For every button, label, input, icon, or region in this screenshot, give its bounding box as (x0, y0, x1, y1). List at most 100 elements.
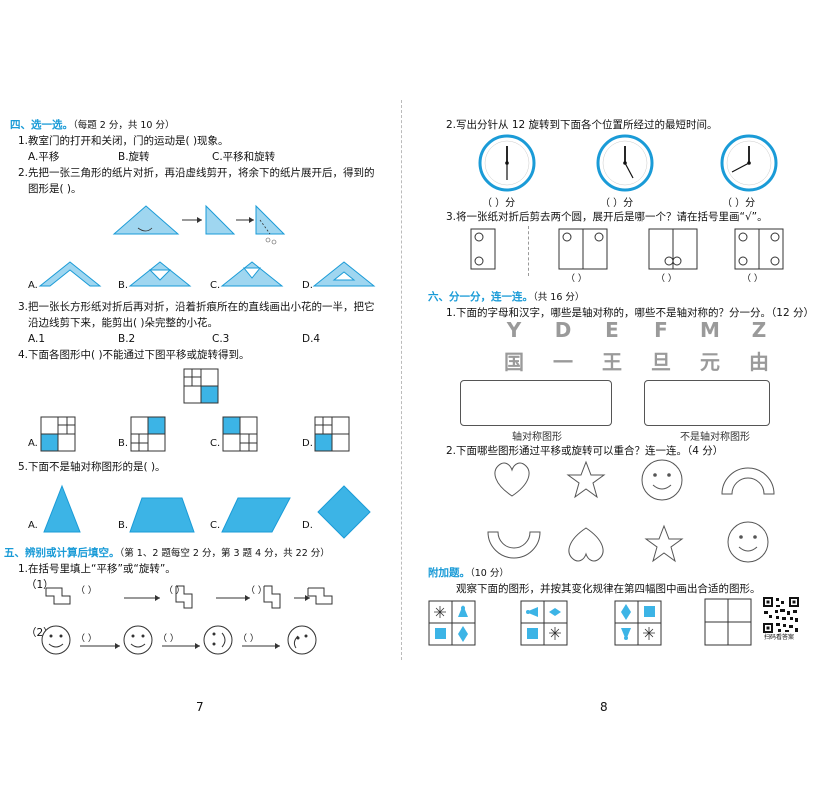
q3-option-a: A.1 (28, 333, 46, 345)
arc-shape-bottom (487, 531, 541, 559)
unfold-option-1 (558, 228, 608, 270)
q5-option-c-parallelogram (221, 497, 291, 533)
qr-caption: 扫码看答案 (764, 634, 795, 641)
s5-sub2-paren-3[interactable]: （ ） (238, 634, 259, 644)
r-q2-text: 2.写出分针从 12 旋转到下面各个位置所经过的最短时间。 (446, 119, 718, 131)
hanzi-guo: 国 (504, 350, 524, 374)
q3-text-line2: 沿边线剪下来，能剪出( )朵完整的小花。 (28, 317, 219, 329)
non-symmetric-answer-box[interactable] (644, 380, 770, 426)
pattern-grid-2 (520, 600, 568, 646)
unfold-option-2 (648, 228, 698, 270)
star-shape-top (566, 460, 606, 499)
hanzi-wang: 王 (602, 350, 622, 374)
arc-shape-top (721, 467, 775, 495)
page-divider (401, 100, 402, 660)
s6-q1-text: 1.下面的字母和汉字，哪些是轴对称的，哪些不是轴对称的？分一分。（12 分） (446, 307, 814, 319)
q1-option-c: C.平移和旋转 (212, 151, 276, 163)
s5-sub1-tetromino-row (45, 585, 333, 609)
q4-option-a-shape (40, 416, 76, 452)
q5-text: 5.下面不是轴对称图形的是( )。 (18, 461, 166, 473)
unfold-option-3 (734, 228, 784, 270)
q5-option-d: D. (302, 520, 313, 531)
clock-1 (478, 134, 536, 192)
s5-sub1-paren-2[interactable]: （ ） (164, 586, 185, 596)
heart-shape-bottom (568, 527, 604, 562)
letter-e: E (605, 318, 619, 342)
letter-d: D (554, 318, 572, 342)
bonus-question: 观察下面的图形，并按其变化规律在第四幅图中画出合适的图形。 (456, 583, 761, 595)
q5-option-b: B. (118, 520, 129, 531)
q4-option-d-shape (314, 416, 350, 452)
smiley-shape-bottom (727, 521, 769, 563)
section-4-note: （每题 2 分，共 10 分） (73, 120, 175, 131)
q2-option-b: B. (118, 280, 129, 291)
pattern-grid-4-empty[interactable] (704, 598, 752, 646)
q5-option-b-trapezoid (129, 497, 195, 533)
q4-option-c: C. (210, 438, 221, 449)
s5-sub1-paren-3[interactable]: （ ） (246, 586, 267, 596)
q2-option-a: A. (28, 280, 38, 291)
section-4-title: 四、选一选。 (10, 119, 73, 131)
symmetric-caption: 轴对称图形 (512, 432, 562, 443)
section-6-header: 六、分一分，连一连。（共 16 分） (428, 290, 584, 305)
q3-option-c: C.3 (212, 333, 230, 345)
q2-text-line2: 图形是( )。 (28, 183, 82, 195)
qr-code (762, 596, 800, 634)
symmetric-answer-box[interactable] (460, 380, 612, 426)
right-page-number: 8 (600, 700, 608, 714)
clock-2-answer[interactable]: （ ）分 (600, 198, 634, 209)
smiley-shape-top (641, 459, 683, 501)
q5-option-a: A. (28, 520, 38, 531)
section-6-note: （共 16 分） (533, 292, 585, 303)
left-page-number: 7 (196, 700, 204, 714)
q1-option-b: B.旋转 (118, 151, 150, 163)
r-q3-text: 3.将一张纸对折后剪去两个圆，展开后是哪一个？请在括号里画“√”。 (446, 211, 768, 223)
section-5-title: 五、辨别或计算后填空。 (4, 547, 120, 559)
star-shape-bottom (644, 524, 684, 563)
clock-3 (720, 134, 778, 192)
s5-sub2-paren-1[interactable]: （ ） (76, 634, 97, 644)
q2-option-a-shape (38, 261, 102, 287)
unfold-option-3-paren[interactable]: （ ） (742, 274, 763, 284)
section-6-title: 六、分一分，连一连。 (428, 291, 533, 303)
letter-m: M (700, 318, 720, 342)
s5-sub2-face-row (41, 625, 317, 655)
q2-option-d-shape (312, 261, 376, 287)
pattern-grid-3 (614, 600, 662, 646)
fold-paper-original (470, 228, 496, 270)
q4-option-a: A. (28, 438, 38, 449)
q4-option-b: B. (118, 438, 129, 449)
s6-q2-text: 2.下面哪些图形通过平移或旋转可以重合？连一连。（4 分） (446, 445, 724, 457)
letter-z: Z (751, 318, 767, 342)
section-5-header: 五、辨别或计算后填空。（第 1、2 题每空 2 分，第 3 题 4 分，共 22… (4, 546, 330, 561)
letter-y: Y (506, 318, 522, 342)
hanzi-you: 由 (749, 350, 769, 374)
bonus-header: 附加题。（10 分） (428, 566, 509, 581)
q4-option-b-shape (130, 416, 166, 452)
unfold-option-2-paren[interactable]: （ ） (656, 274, 677, 284)
q5-option-c: C. (210, 520, 221, 531)
clock-3-answer[interactable]: （ ）分 (722, 198, 756, 209)
q2-option-c: C. (210, 280, 221, 291)
q3-option-b: B.2 (118, 333, 136, 345)
s5-q1-text: 1.在括号里填上“平移”或“旋转”。 (18, 563, 176, 575)
section-5-note: （第 1、2 题每空 2 分，第 3 题 4 分，共 22 分） (119, 548, 330, 559)
q1-option-a: A.平移 (28, 151, 60, 163)
q1-text: 1.教室门的打开和关闭，门的运动是( )现象。 (18, 135, 229, 147)
s5-sub1-paren-1[interactable]: （ ） (76, 586, 97, 596)
hanzi-yuan: 元 (700, 350, 720, 374)
q3-text-line1: 3.把一张长方形纸对折后再对折，沿着折痕所在的直线画出小花的一半，把它 (18, 301, 375, 313)
section-4-header: 四、选一选。（每题 2 分，共 10 分） (10, 118, 174, 133)
pattern-grid-1 (428, 600, 476, 646)
clock-1-answer[interactable]: （ ）分 (482, 198, 516, 209)
letter-f: F (654, 318, 668, 342)
s5-sub2-paren-2[interactable]: （ ） (158, 634, 179, 644)
q5-option-a-triangle (43, 484, 81, 533)
unfold-option-1-paren[interactable]: （ ） (566, 274, 587, 284)
bonus-title: 附加题。 (428, 567, 470, 579)
fold-divider (528, 226, 529, 276)
q5-option-d-diamond (317, 485, 371, 539)
bonus-note: （10 分） (470, 568, 509, 579)
q4-text: 4.下面各图形中( )不能通过下图平移或旋转得到。 (18, 349, 250, 361)
q4-reference-shape (183, 368, 219, 404)
